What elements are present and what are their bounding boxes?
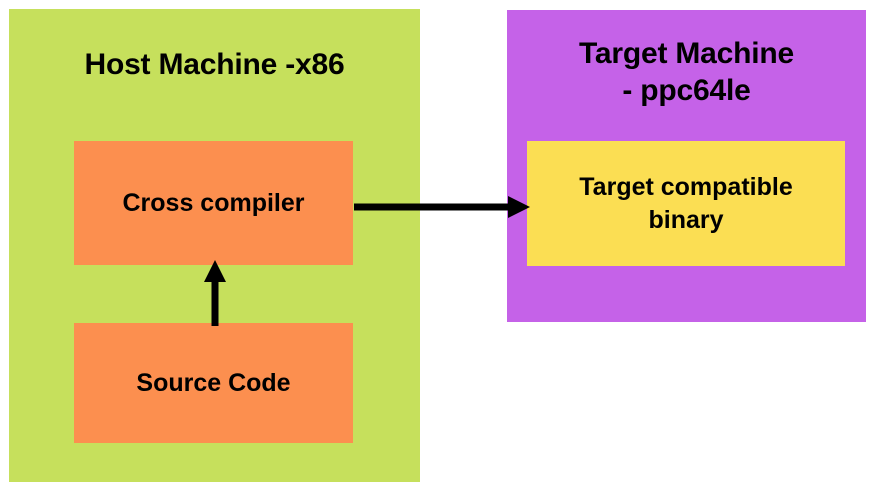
target-compatible-binary-label: Target compatible binary [579, 171, 792, 236]
cross-compiler-box: Cross compiler [74, 141, 353, 265]
target-machine-title-line1: Target Machine [578, 37, 795, 70]
source-code-box: Source Code [74, 323, 353, 443]
target-compatible-binary-box: Target compatible binary [527, 141, 845, 266]
arrow-compiler-to-binary-icon [354, 196, 530, 218]
target-compatible-binary-label-line1: Target compatible [579, 173, 793, 201]
host-machine-title: Host Machine -x86 [84, 48, 345, 81]
arrow-source-to-compiler-icon [204, 260, 226, 326]
target-machine-title: Target Machine - ppc64le [507, 36, 866, 109]
target-machine-title-line2: - ppc64le [622, 73, 751, 107]
source-code-label: Source Code [136, 368, 291, 397]
target-compatible-binary-label-line2: binary [648, 205, 724, 234]
cross-compiler-label: Cross compiler [122, 188, 305, 217]
